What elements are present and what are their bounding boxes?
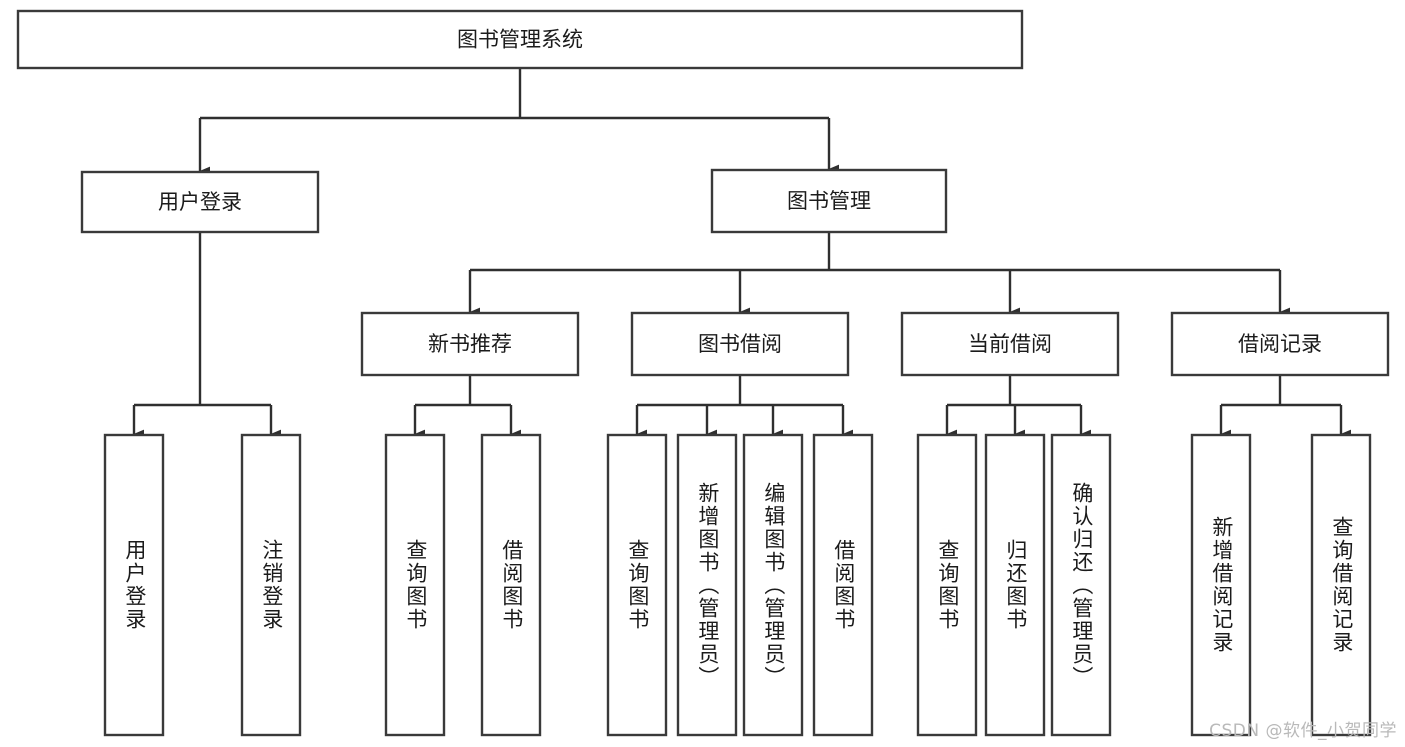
- node-leaf-confirm-return[interactable]: [1050, 433, 1112, 737]
- node-leaf-query-book-3-label: 查询图书: [935, 539, 960, 631]
- node-leaf-edit-book-label: 编辑图书（管理员）: [761, 481, 786, 689]
- node-leaf-query-record[interactable]: [1310, 433, 1372, 737]
- node-leaf-add-book[interactable]: [676, 433, 738, 737]
- node-leaf-user-login[interactable]: [103, 433, 165, 737]
- node-user-login-label: 用户登录: [158, 190, 242, 214]
- node-user-login[interactable]: [80, 170, 320, 234]
- node-new-book-recommend[interactable]: [360, 311, 580, 377]
- node-leaf-return-book-label: 归还图书: [1003, 539, 1028, 631]
- node-book-manage[interactable]: [710, 168, 948, 234]
- node-leaf-borrow-book-1[interactable]: [480, 433, 542, 737]
- csdn-watermark: CSDN @软件_小贺同学: [1209, 721, 1397, 741]
- node-leaf-query-record-label: 查询借阅记录: [1329, 516, 1354, 654]
- node-leaf-query-book-3[interactable]: [916, 433, 978, 737]
- node-current-borrow-label: 当前借阅: [968, 332, 1052, 356]
- node-leaf-add-book-label: 新增图书（管理员）: [695, 481, 720, 689]
- node-book-borrow[interactable]: [630, 311, 850, 377]
- node-root-label: 图书管理系统: [457, 28, 583, 52]
- node-leaf-query-book-2-label: 查询图书: [625, 539, 650, 631]
- node-current-borrow[interactable]: [900, 311, 1120, 377]
- node-leaf-borrow-book-1-label: 借阅图书: [499, 539, 524, 631]
- node-leaf-add-record[interactable]: [1190, 433, 1252, 737]
- node-leaf-query-book-1-label: 查询图书: [403, 539, 428, 631]
- node-leaf-borrow-book-2[interactable]: [812, 433, 874, 737]
- node-leaf-logout-label: 注销登录: [259, 539, 284, 631]
- node-leaf-query-book-2[interactable]: [606, 433, 668, 737]
- node-leaf-query-book-1[interactable]: [384, 433, 446, 737]
- node-root[interactable]: [16, 9, 1024, 70]
- node-new-book-recommend-label: 新书推荐: [428, 332, 512, 356]
- node-leaf-user-login-label: 用户登录: [122, 539, 147, 631]
- node-borrow-record-label: 借阅记录: [1238, 332, 1322, 356]
- connectors-layer: [132, 68, 1352, 439]
- node-leaf-add-record-label: 新增借阅记录: [1209, 516, 1234, 654]
- node-leaf-confirm-return-label: 确认归还（管理员）: [1069, 481, 1094, 689]
- node-book-borrow-label: 图书借阅: [698, 332, 782, 356]
- boxes-layer: [16, 9, 1390, 737]
- node-leaf-edit-book[interactable]: [742, 433, 804, 737]
- node-borrow-record[interactable]: [1170, 311, 1390, 377]
- node-leaf-return-book[interactable]: [984, 433, 1046, 737]
- node-leaf-borrow-book-2-label: 借阅图书: [831, 539, 856, 631]
- node-book-manage-label: 图书管理: [787, 189, 871, 213]
- node-leaf-logout[interactable]: [240, 433, 302, 737]
